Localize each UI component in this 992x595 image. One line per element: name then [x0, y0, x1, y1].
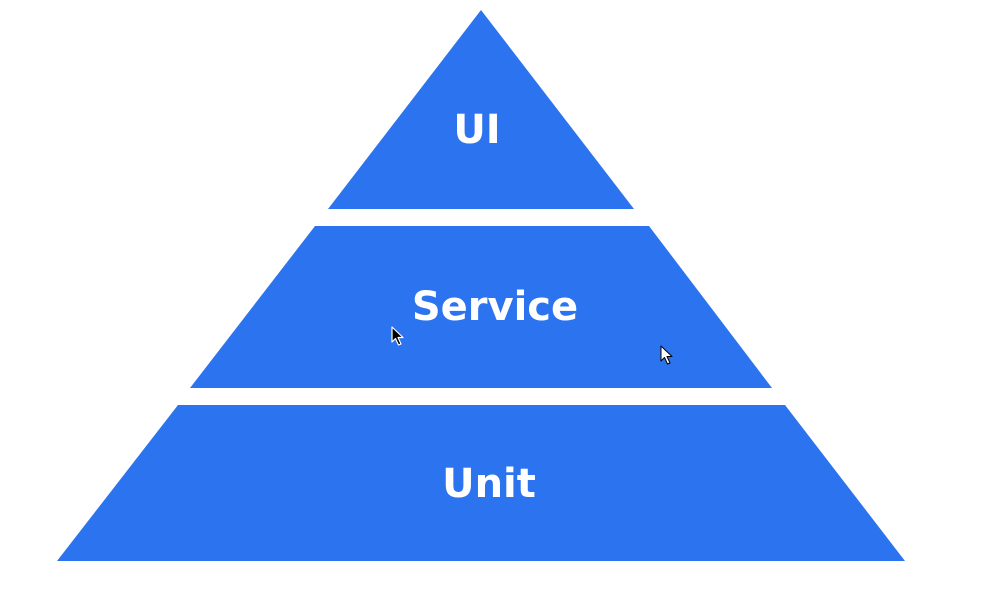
tier-unit-shape [57, 405, 905, 561]
tier-service-shape [190, 226, 772, 388]
tier-ui-shape [328, 10, 634, 209]
arrow-cursor-icon [660, 345, 673, 365]
pyramid-tier-service: Service [190, 226, 772, 388]
pyramid-tier-unit: Unit [57, 405, 905, 561]
tier-service-label: Service [412, 284, 578, 330]
tier-unit-label: Unit [442, 461, 536, 507]
pyramid-tier-ui: UI [328, 10, 634, 209]
arrow-cursor-icon [391, 326, 404, 346]
tier-ui-label: UI [453, 107, 500, 153]
